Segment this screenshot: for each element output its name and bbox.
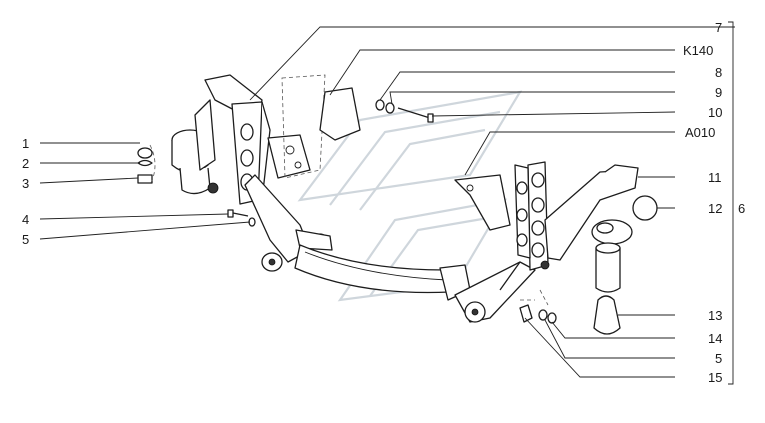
- right-trailing-arm: [439, 261, 536, 323]
- left-trailing-arm-assembly: [171, 74, 326, 205]
- label-11: 11: [708, 170, 722, 185]
- label-7: 7: [715, 20, 722, 35]
- callout-labels: 1 2 3 4 5 7 K140 8 9 10 A010 11 12 6 13 …: [22, 20, 745, 385]
- label-6: 6: [738, 201, 745, 216]
- label-2: 2: [22, 156, 29, 171]
- bump-stop-part-13: [593, 295, 621, 335]
- left-trailing-arm: [244, 174, 333, 272]
- right-spring-seat: [591, 219, 633, 293]
- label-8: 8: [715, 65, 722, 80]
- label-5-right: 5: [715, 351, 722, 366]
- label-1: 1: [22, 136, 29, 151]
- label-4: 4: [22, 212, 29, 227]
- label-13: 13: [708, 308, 722, 323]
- label-12: 12: [708, 201, 722, 216]
- label-9: 9: [715, 85, 722, 100]
- label-5-left: 5: [22, 232, 29, 247]
- label-10: 10: [708, 105, 722, 120]
- ball-part-12: [632, 195, 658, 221]
- leader-lines: [39, 21, 735, 385]
- fastener-group-top: [319, 87, 434, 141]
- label-15: 15: [708, 370, 722, 385]
- label-a010: A010: [685, 125, 715, 140]
- fastener-group-right: [519, 289, 557, 324]
- label-k140: K140: [683, 43, 713, 58]
- right-bracket-assembly: [454, 161, 639, 271]
- fastener-group-left: [137, 144, 256, 227]
- label-14: 14: [708, 331, 722, 346]
- label-3: 3: [22, 176, 29, 191]
